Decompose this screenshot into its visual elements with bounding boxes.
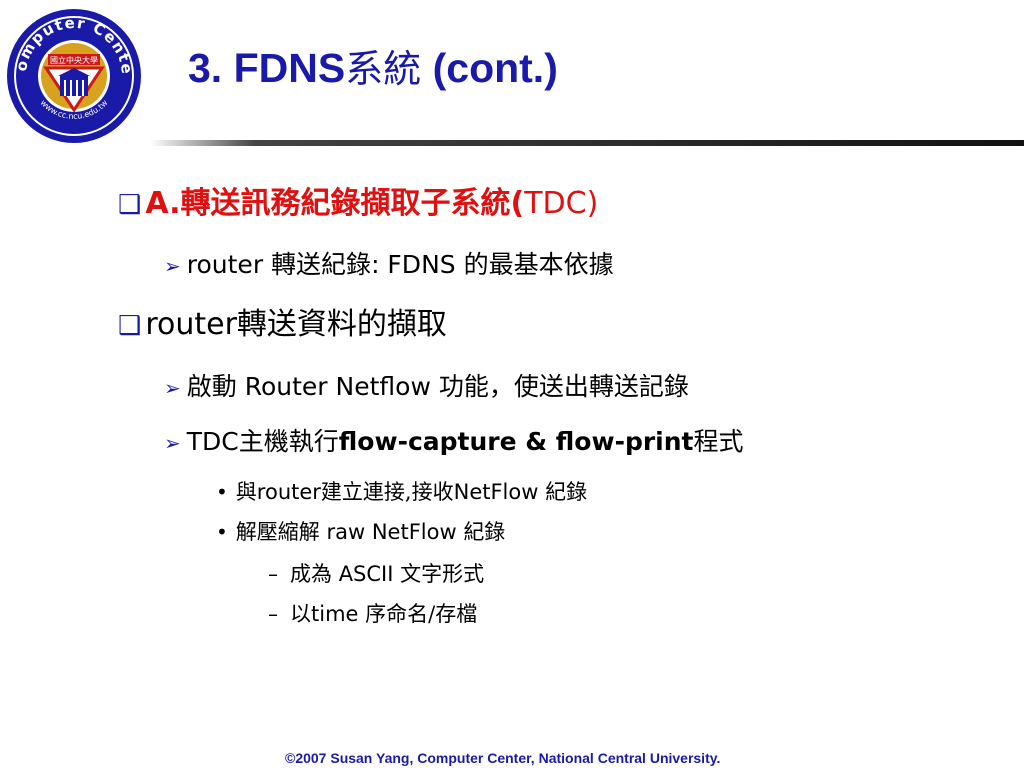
arrow-bullet-icon: ➢	[164, 376, 181, 400]
dash-bullet-icon: –	[268, 562, 278, 586]
bullet-router-data-capture: ❑router轉送資料的擷取	[118, 307, 447, 342]
title-divider	[150, 140, 1024, 146]
square-bullet-icon: ❑	[118, 311, 142, 341]
dot-bullet-icon: •	[216, 480, 228, 504]
svg-text:國立中央大學: 國立中央大學	[50, 55, 98, 65]
bullet-router-forward-records: ➢router 轉送紀錄: FDNS 的最基本依據	[164, 250, 614, 279]
computer-center-logo: Computer Center www.cc.ncu.edu.tw 國立中央大學	[4, 6, 141, 143]
dot-bullet-icon: •	[216, 520, 228, 544]
bullet-connect-router: •與router建立連接,接收NetFlow 紀錄	[216, 480, 588, 504]
bullet-tdc-subsystem: ❑A.轉送訊務紀錄擷取子系統(TDC)	[118, 186, 599, 221]
bullet-decompress-netflow: •解壓縮解 raw NetFlow 紀錄	[216, 520, 506, 544]
arrow-bullet-icon: ➢	[164, 431, 181, 455]
bullet-enable-netflow: ➢啟動 Router Netflow 功能，使送出轉送記錄	[164, 372, 689, 401]
slide-title: 3. FDNS系統 (cont.)	[188, 45, 558, 91]
bullet-ascii-format: –成為 ASCII 文字形式	[268, 562, 485, 586]
dash-bullet-icon: –	[268, 602, 278, 626]
bullet-tdc-host-programs: ➢TDC主機執行flow-capture & flow-print程式	[164, 427, 744, 456]
arrow-bullet-icon: ➢	[164, 254, 181, 278]
square-bullet-icon: ❑	[118, 190, 142, 220]
bullet-time-naming: –以time 序命名/存檔	[268, 602, 478, 626]
footer-copyright: ©2007 Susan Yang, Computer Center, Natio…	[285, 750, 721, 766]
